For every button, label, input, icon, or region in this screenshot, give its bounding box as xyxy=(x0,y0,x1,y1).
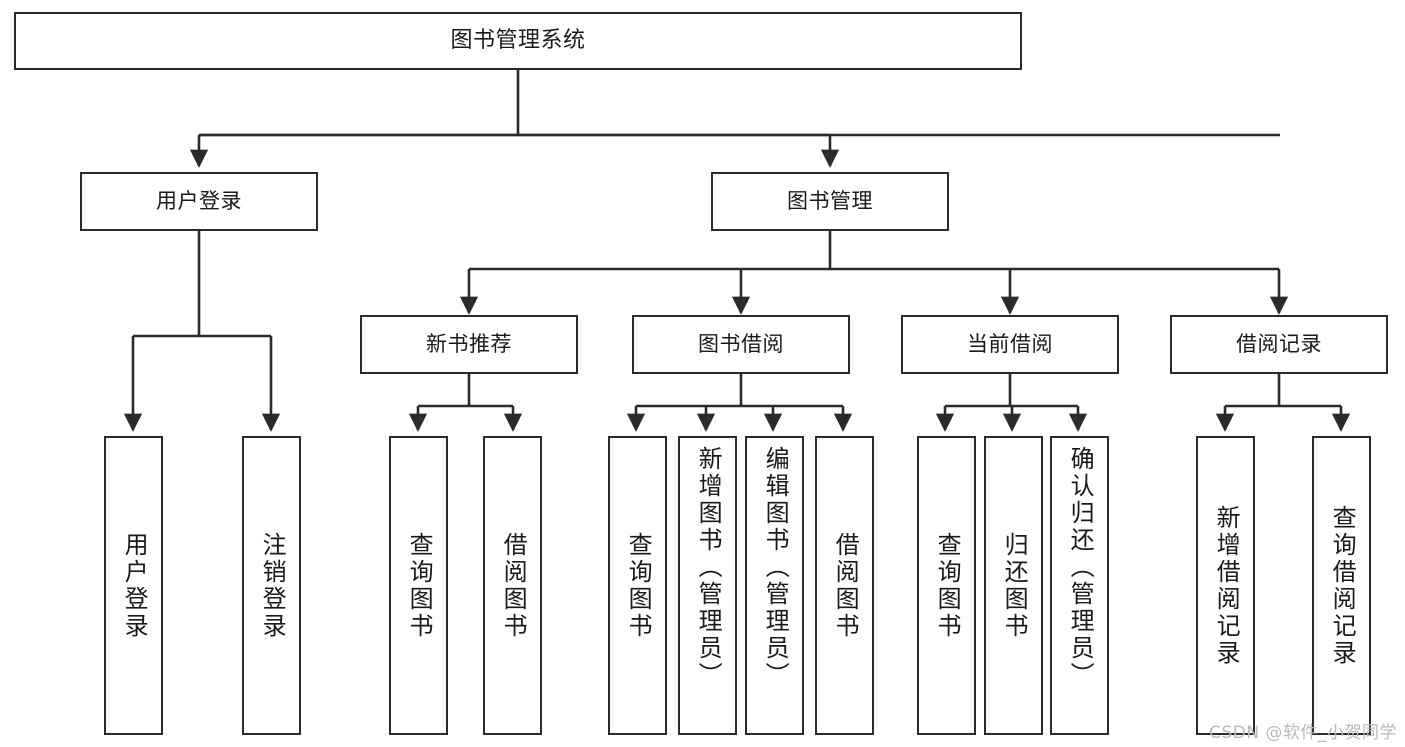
node-label: 新增图书（管理员） xyxy=(694,446,723,689)
leaf-add-borrow-record[interactable]: 新增借阅记录 xyxy=(1196,436,1255,735)
node-user-login[interactable]: 用户登录 xyxy=(80,172,318,231)
node-label: 图书管理 xyxy=(787,189,873,214)
node-label: 编辑图书（管理员） xyxy=(761,446,790,689)
leaf-logout-login[interactable]: 注销登录 xyxy=(242,436,301,735)
leaf-query-book-borrow[interactable]: 查询图书 xyxy=(608,436,667,735)
node-book-management[interactable]: 图书管理 xyxy=(711,172,949,231)
node-label: 查询图书 xyxy=(933,531,962,640)
leaf-query-book-new[interactable]: 查询图书 xyxy=(389,436,448,735)
node-label: 用户登录 xyxy=(120,531,149,640)
node-label: 借阅记录 xyxy=(1236,332,1322,357)
node-label: 查询图书 xyxy=(405,531,434,640)
leaf-edit-book-admin[interactable]: 编辑图书（管理员） xyxy=(745,436,804,735)
node-label: 图书管理系统 xyxy=(450,28,586,54)
node-current-borrow[interactable]: 当前借阅 xyxy=(901,315,1119,374)
leaf-confirm-return-admin[interactable]: 确认归还（管理员） xyxy=(1050,436,1109,735)
node-book-borrow[interactable]: 图书借阅 xyxy=(632,315,850,374)
node-label: 注销登录 xyxy=(258,531,287,640)
leaf-return-book[interactable]: 归还图书 xyxy=(984,436,1043,735)
node-label: 查询图书 xyxy=(624,531,653,640)
leaf-add-book-admin[interactable]: 新增图书（管理员） xyxy=(678,436,737,735)
node-label: 新增借阅记录 xyxy=(1212,504,1241,667)
node-label: 图书借阅 xyxy=(698,332,784,357)
node-borrow-record[interactable]: 借阅记录 xyxy=(1170,315,1388,374)
watermark-text: CSDN @软件_小贺同学 xyxy=(1209,723,1397,743)
node-label: 查询借阅记录 xyxy=(1328,504,1357,667)
node-label: 归还图书 xyxy=(1000,531,1029,640)
node-label: 新书推荐 xyxy=(426,332,512,357)
leaf-borrow-book-new[interactable]: 借阅图书 xyxy=(483,436,542,735)
node-label: 借阅图书 xyxy=(831,531,860,640)
node-new-book-recommend[interactable]: 新书推荐 xyxy=(360,315,578,374)
node-label: 用户登录 xyxy=(156,189,242,214)
leaf-user-login[interactable]: 用户登录 xyxy=(104,436,163,735)
node-label: 确认归还（管理员） xyxy=(1066,446,1095,689)
node-root-system[interactable]: 图书管理系统 xyxy=(14,12,1022,70)
leaf-query-book-current[interactable]: 查询图书 xyxy=(917,436,976,735)
leaf-borrow-book[interactable]: 借阅图书 xyxy=(815,436,874,735)
leaf-query-borrow-record[interactable]: 查询借阅记录 xyxy=(1312,436,1371,735)
node-label: 当前借阅 xyxy=(967,332,1053,357)
node-label: 借阅图书 xyxy=(499,531,528,640)
